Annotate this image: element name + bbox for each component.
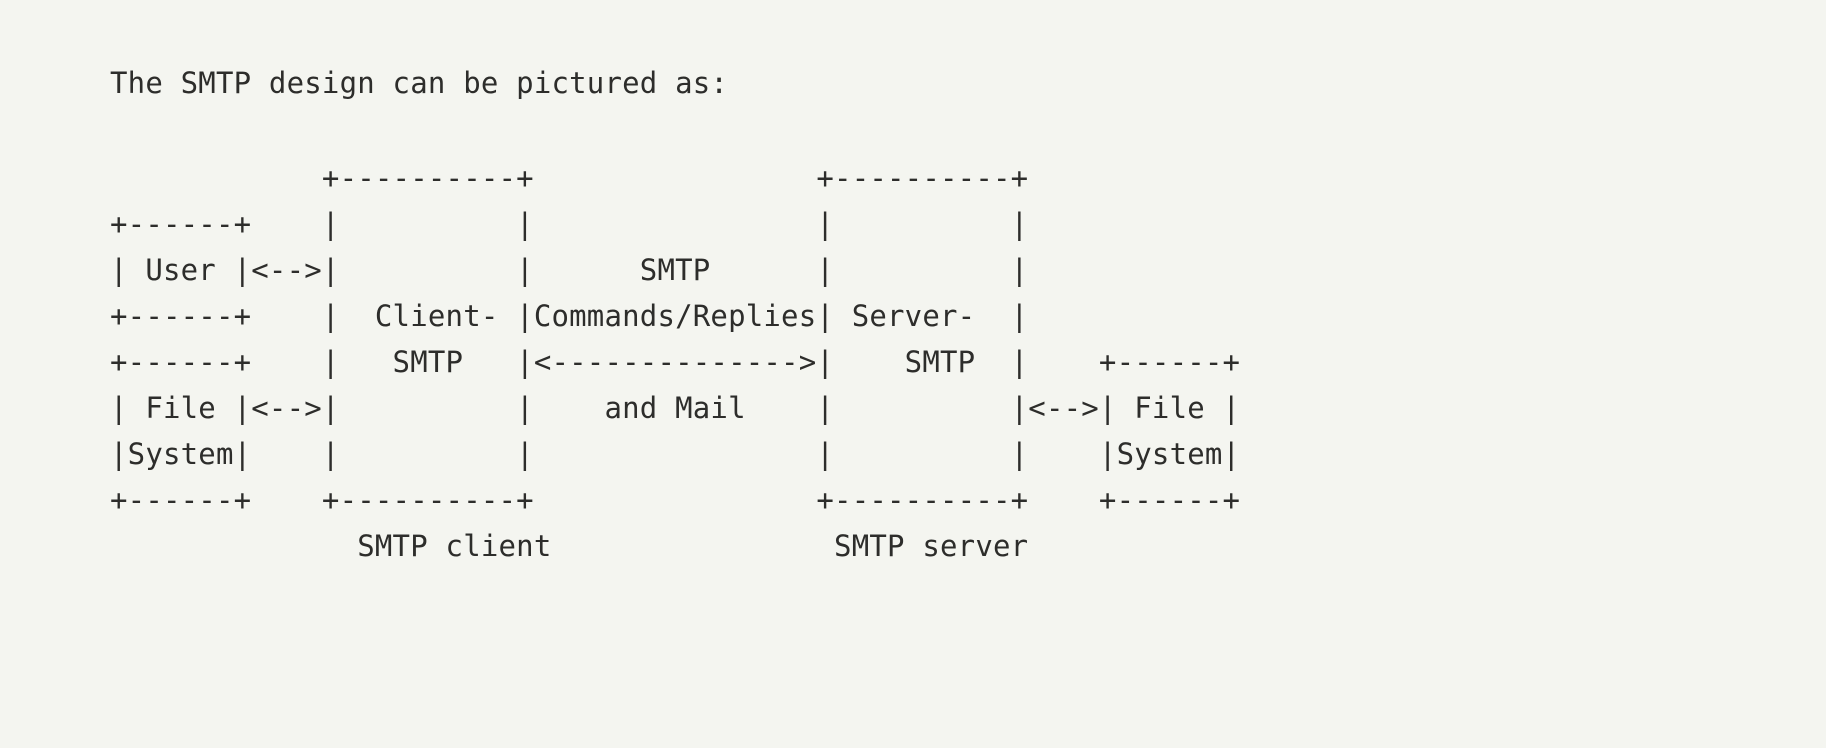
ascii-line: +------+ | SMTP |<-------------->| SMTP … [110,344,1241,379]
ascii-line: |System| | | | | |System| [110,436,1241,471]
ascii-line: +------+ | | | | [110,206,1029,241]
ascii-line: SMTP client SMTP server [110,528,1029,563]
ascii-diagram: +----------+ +----------+ +------+ | | | … [110,155,1826,569]
ascii-line: +------+ | Client- |Commands/Replies| Se… [110,298,1029,333]
ascii-line: | File |<-->| | and Mail | |<-->| File | [110,390,1241,425]
intro-paragraph: The SMTP design can be pictured as: [110,66,729,100]
ascii-line: +----------+ +----------+ [110,160,1029,195]
smtp-design-figure: +----------+ +----------+ +------+ | | | … [110,155,1826,569]
ascii-line: +------+ +----------+ +----------+ +----… [110,482,1241,517]
ascii-line: | User |<-->| | SMTP | | [110,252,1029,287]
